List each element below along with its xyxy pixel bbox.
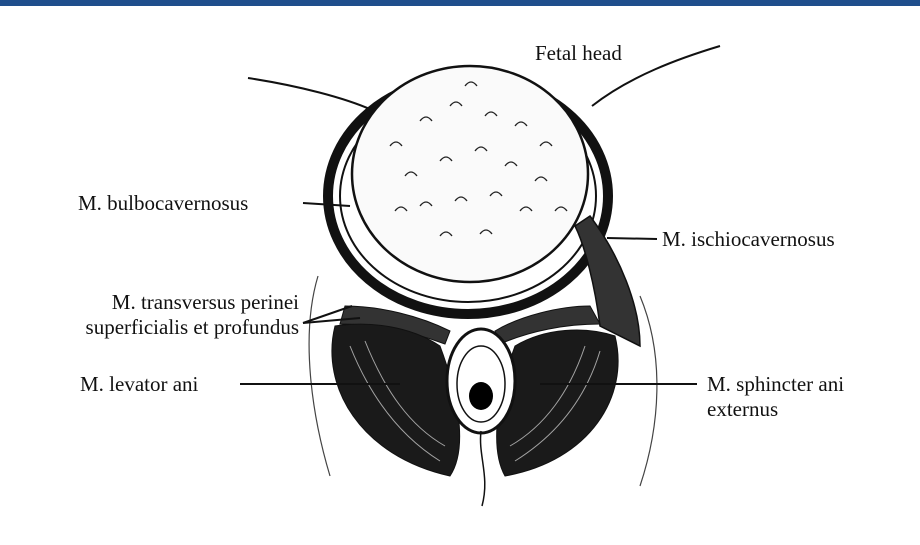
label-bulbocavernosus: M. bulbocavernosus [78,192,248,214]
label-levator-ani: M. levator ani [80,373,198,395]
label-fetal-head: Fetal head [535,42,622,64]
anus [469,382,493,410]
label-ischiocavernosus: M. ischiocavernosus [662,228,835,250]
label-sphincter-line2: externus [707,398,778,420]
fetal-head [352,66,588,282]
raphe [481,431,485,506]
thigh-contour-right [640,296,657,486]
label-transversus-line1: M. transversus perinei [20,291,299,313]
label-transversus-line2: superficialis et profundus [10,316,299,338]
label-sphincter-line1: M. sphincter ani [707,373,844,395]
leader-ischiocavernosus [607,238,657,239]
ischiocavernosus-muscle [575,216,640,346]
anatomy-diagram: Fetal head M. bulbocavernosus M. ischioc… [0,6,920,545]
skin-line-left [248,78,372,110]
thigh-contour-left [309,276,330,476]
perineum-illustration [0,6,920,545]
